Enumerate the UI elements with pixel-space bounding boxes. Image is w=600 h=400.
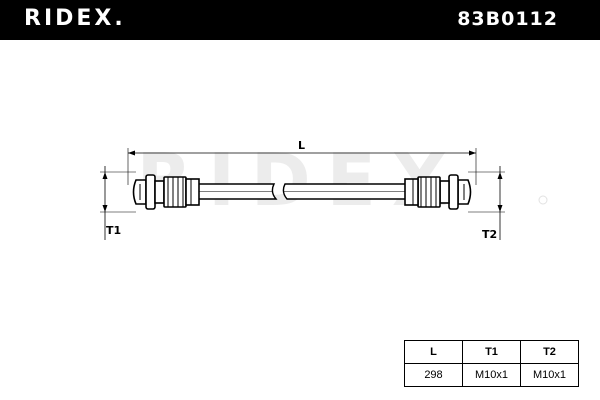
spec-table: L T1 T2 298 M10x1 M10x1	[404, 340, 579, 387]
header-bar: RIDEX. 83B0112	[0, 0, 600, 40]
spec-value-T2: M10x1	[520, 363, 579, 387]
registered-mark	[538, 195, 548, 205]
label-T1: T1	[106, 224, 122, 237]
part-number: 83B0112	[457, 8, 558, 30]
t1-arrow-bottom	[102, 205, 108, 212]
label-T2: T2	[482, 228, 498, 241]
label-L: L	[298, 139, 306, 152]
brand-logo: RIDEX.	[24, 6, 126, 31]
arrow-right	[469, 150, 476, 156]
t1-arrow-top	[102, 172, 108, 179]
fitting-left-details	[139, 177, 192, 207]
fitting-left	[132, 174, 200, 210]
spec-value-row: 298 M10x1 M10x1	[404, 363, 579, 387]
spec-header-row: L T1 T2	[404, 340, 579, 364]
fitting-right-details	[412, 177, 465, 207]
spec-header-L: L	[404, 340, 463, 364]
spec-header-T1: T1	[462, 340, 521, 364]
spec-header-T2: T2	[520, 340, 579, 364]
spec-value-L: 298	[404, 363, 463, 387]
spec-value-T1: M10x1	[462, 363, 521, 387]
arrow-left	[128, 150, 135, 156]
t2-arrow-bottom	[497, 205, 503, 212]
fitting-right	[404, 174, 472, 210]
brake-hose-drawing: RIDEX	[100, 138, 548, 240]
t2-arrow-top	[497, 172, 503, 179]
